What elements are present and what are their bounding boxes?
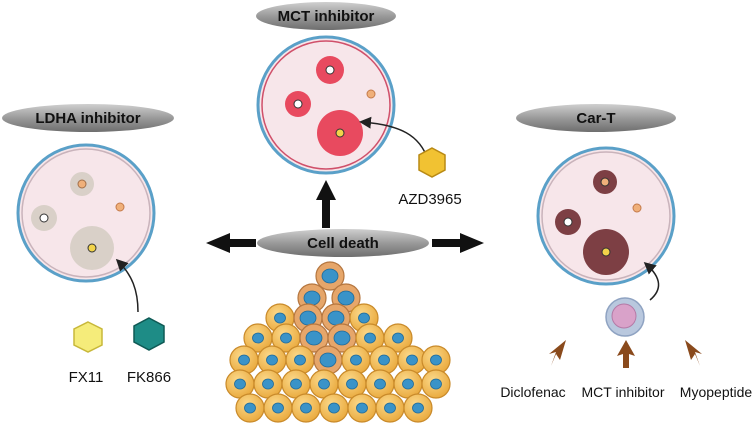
ldha-dish (16, 143, 156, 283)
mct-title: MCT inhibitor (278, 8, 375, 25)
arrow-left (206, 233, 256, 253)
ldha-title-pill (2, 104, 174, 132)
factor-diclofenac: Diclofenac (500, 384, 565, 400)
fx11-hexagon (73, 321, 103, 353)
mct-panel: MCT inhibitor AZD3965 (256, 2, 462, 208)
fk866-label: FK866 (127, 369, 171, 386)
tumor-cell (369, 345, 399, 375)
ldha-panel: LDHA inhibitor FX11 FK866 (2, 104, 174, 386)
tumor-cell (257, 345, 287, 375)
arrow-right (432, 233, 484, 253)
tumor-cell-cluster (225, 261, 451, 423)
tumor-cell (327, 323, 357, 353)
tumor-cell (229, 345, 259, 375)
cart-cell-arrow (643, 262, 660, 301)
tumor-cell (421, 369, 451, 399)
tumor-cell (285, 345, 315, 375)
tumor-cell (313, 345, 343, 375)
cart-panel: Car-T Diclofenac MCT inhibitor Myopeptid… (500, 104, 752, 400)
cart-title: Car-T (576, 110, 615, 127)
tumor-cell (299, 323, 329, 353)
azd3965-hexagon (418, 147, 446, 178)
tumor-cell (225, 369, 255, 399)
car-t-cell (605, 297, 645, 337)
tumor-cell (291, 393, 321, 423)
ldha-drug-arrow (115, 258, 139, 313)
tumor-cell (235, 393, 265, 423)
cell-death-label: Cell death (307, 235, 379, 252)
tumor-cell (263, 393, 293, 423)
tumor-cell (243, 323, 273, 353)
tumor-cell (375, 393, 405, 423)
tumor-cell (315, 261, 345, 291)
cell-death-pill (257, 229, 429, 257)
tumor-cell (383, 323, 413, 353)
arrow-up (316, 180, 336, 228)
tumor-cell (319, 393, 349, 423)
fk866-hexagon (133, 317, 165, 351)
ldha-title: LDHA inhibitor (35, 110, 140, 127)
factor-mct-inhibitor: MCT inhibitor (582, 384, 665, 400)
fx11-label: FX11 (69, 369, 104, 386)
tumor-cell (421, 345, 451, 375)
cart-factor-arrows (549, 340, 702, 368)
cart-title-pill (516, 104, 676, 132)
mct-title-pill (256, 2, 396, 30)
mct-dish (256, 35, 396, 175)
cart-dish (536, 146, 676, 286)
factor-myopeptide: Myopeptide (680, 384, 753, 400)
tumor-cell (347, 393, 377, 423)
center-hub: Cell death (206, 180, 484, 257)
azd3965-label: AZD3965 (398, 191, 461, 208)
tumor-cell (341, 345, 371, 375)
tumor-cell (403, 393, 433, 423)
